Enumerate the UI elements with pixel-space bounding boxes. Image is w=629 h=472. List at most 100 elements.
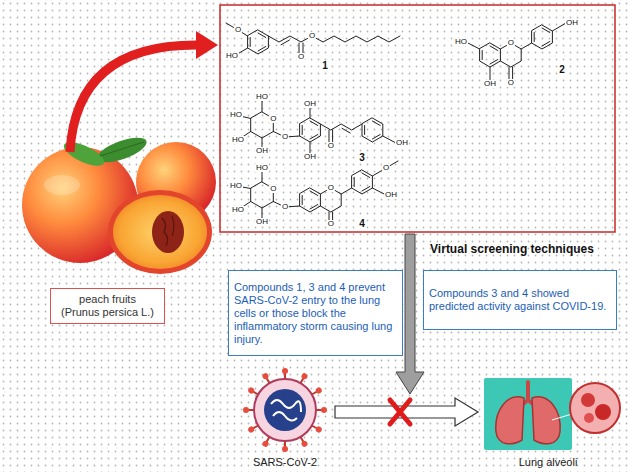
peach-illustration [22,133,216,274]
atom-label: O [308,32,316,40]
compound-frame [220,5,615,232]
lung-illustration [484,378,572,450]
atom-label: OH [565,19,579,27]
atom-label: HO [255,164,269,172]
curved-arrow [70,31,218,152]
chemical-structure [542,28,550,33]
chemical-structure [300,188,321,212]
atom-label: HO [229,111,243,119]
chemical-structure [466,42,480,49]
chemical-structure [362,173,370,178]
chemical-structure [362,187,370,192]
atom-label: O [297,53,305,61]
chemical-structure [258,47,266,52]
step-heading: Virtual screening techniques [429,243,595,255]
chemical-structure [364,126,365,135]
peach-illustration [44,175,80,195]
atom-label: O [327,220,335,228]
atom-label: HO [231,136,245,144]
chemical-structure [341,188,351,194]
atom-label: O [327,142,335,150]
peach-illustration [100,142,144,156]
chemical-structure [480,43,501,67]
atom-label: O [507,79,515,87]
atom-label: OH [255,147,269,155]
atom-label: OH [303,153,317,161]
virus-illustration [254,379,316,441]
image-caption: SARS-CoV-2 [252,457,318,468]
atom-label: HO [229,182,243,190]
curved-arrow [70,45,198,152]
chemical-structure [281,40,290,45]
virus-illustration [243,368,327,452]
virus-illustration [271,400,301,421]
chemical-structure [466,23,566,80]
peach-illustration [113,195,207,269]
blocked-arrow [335,398,478,426]
atom-label: O [382,164,390,172]
blocked-arrow [335,398,478,426]
peach-illustration [108,190,212,274]
atom-label: O [507,39,515,47]
finding-box: Compounds 1, 3 and 4 prevent SARS-CoV-2 … [228,270,403,356]
lung-illustration [496,397,524,444]
atom-label: HO [231,206,245,214]
lung-illustration [552,414,572,420]
chemical-structure [226,23,400,56]
peach-illustration [152,211,184,253]
chemical-structure [534,33,535,42]
atom-label: O [327,184,335,192]
node-text: Compounds 3 and 4 showed predicted activ… [429,287,611,313]
atom-label: OH [395,139,409,147]
chemical-structure [372,121,380,126]
chemical-structure [310,205,318,210]
chemical-structure [532,25,553,49]
atom-label: OH [384,191,398,199]
chemical-structure [250,38,251,47]
atom-label: O [269,115,277,123]
atom-label: OH [303,100,317,108]
source-label-box: peach fruits(Prunus persica L.) [50,288,165,324]
compound-number: 1 [321,61,329,71]
chemical-structure [320,124,362,130]
chemical-structure [482,51,483,60]
chemical-structure [236,98,396,157]
chemical-structure [258,33,266,38]
node-text: Compounds 1, 3 and 4 prevent SARS-CoV-2 … [234,281,397,346]
peach-illustration [162,218,168,246]
chemical-structure [490,67,491,80]
peach-illustration [172,216,174,236]
atom-label: O [281,133,289,141]
chemical-structure [342,128,350,133]
lung-illustration [595,404,611,420]
lung-illustration [570,383,620,433]
atom-label: HO [225,52,239,60]
chemical-structure [490,46,498,51]
chemical-structure [490,60,498,65]
atom-label: OH [255,218,269,226]
chemical-structure [302,196,303,205]
chemical-structure [372,135,380,140]
compound-number: 4 [358,219,366,229]
block-cross [390,400,410,424]
atom-label: O [234,26,242,34]
chemical-structure [310,191,318,196]
lung-illustration [584,413,594,423]
lung-illustration [581,393,595,407]
atom-label: OH [483,80,497,88]
chemical-structure [552,23,566,31]
lung-illustration [484,378,620,450]
chemical-structure [310,121,318,126]
chemical-structure [362,118,383,142]
chemical-structure [300,118,321,142]
compound-number: 3 [358,153,366,163]
block-cross [390,400,410,424]
finding-box: Compounds 3 and 4 showed predicted activ… [423,270,617,330]
compound-number: 2 [558,65,566,75]
virus-illustration [264,389,306,431]
block-cross [390,400,410,424]
